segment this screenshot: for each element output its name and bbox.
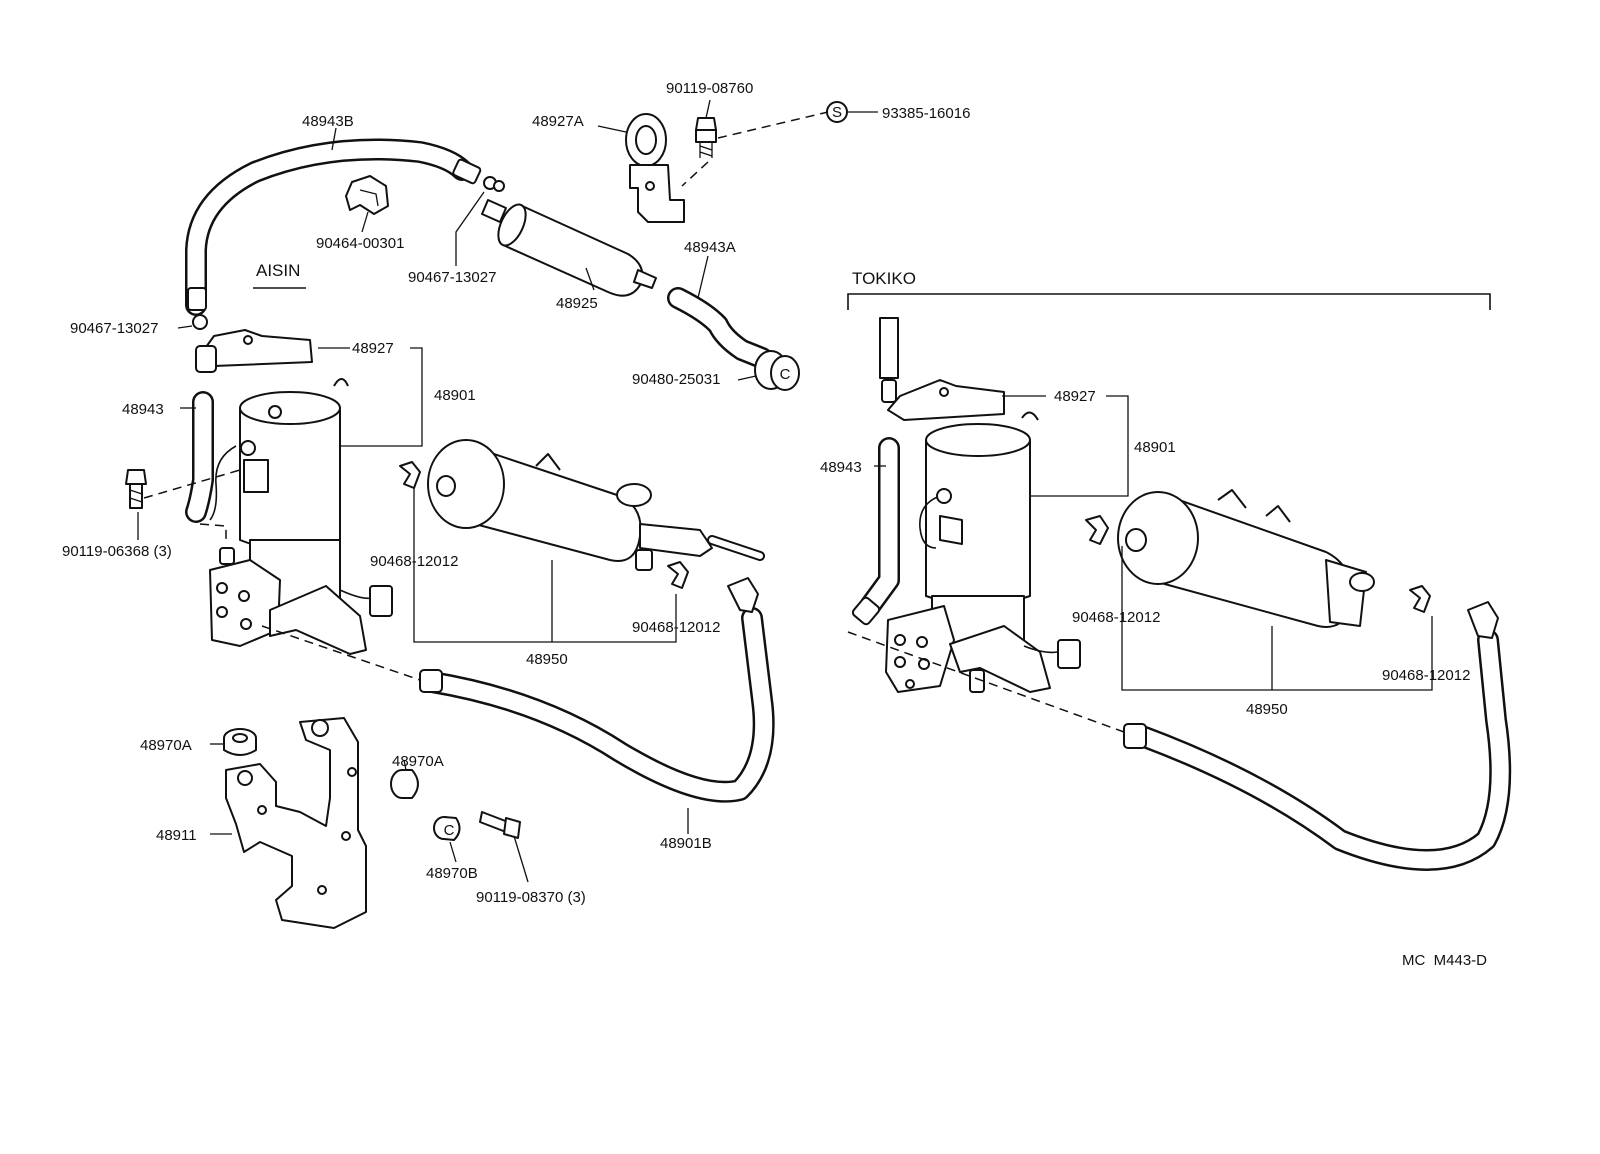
label-48943B: 48943B xyxy=(302,113,354,130)
clip-90468-12012-aisin-2 xyxy=(667,561,689,589)
label-90468-12012-tokiko-2: 90468-12012 xyxy=(1382,667,1470,684)
label-48943A: 48943A xyxy=(684,239,736,256)
bushing-48970A-1 xyxy=(223,728,257,756)
s-mark-symbol: S xyxy=(826,101,848,123)
label-90119-08760: 90119-08760 xyxy=(666,80,753,97)
collar-48970B: C xyxy=(433,816,461,841)
bracket-48927-tokiko xyxy=(887,379,1005,421)
label-48901-tokiko: 48901 xyxy=(1134,439,1176,456)
pipe-48943-aisin xyxy=(185,391,214,523)
label-48943-aisin: 48943 xyxy=(122,401,164,418)
label-48970A-1: 48970A xyxy=(140,737,192,754)
label-48901B: 48901B xyxy=(660,835,712,852)
label-48911: 48911 xyxy=(156,827,197,844)
hose-return-tokiko xyxy=(1123,601,1512,871)
leader-dash-bolt xyxy=(143,469,241,499)
label-90467-13027-left: 90467-13027 xyxy=(70,320,158,337)
filter-48925 xyxy=(481,199,657,297)
label-90468-12012-aisin-2: 90468-12012 xyxy=(632,619,720,636)
aisin-assembly: S C xyxy=(125,101,848,929)
compressor-48901-tokiko xyxy=(885,411,1081,693)
label-48970A-2: 48970A xyxy=(392,753,444,770)
clamp-90464-00301 xyxy=(345,175,389,215)
dryer-48950-aisin xyxy=(427,439,765,571)
hose-48943A xyxy=(667,287,773,369)
clip-90468-12012-tokiko-2 xyxy=(1409,585,1431,613)
bushing-48970A-2 xyxy=(390,769,419,799)
grommet-90480-25031: C xyxy=(754,350,800,391)
label-48950-aisin: 48950 xyxy=(526,651,568,668)
clip-90468-12012-tokiko-1 xyxy=(1085,515,1109,545)
label-90119-06368: 90119-06368 (3) xyxy=(62,543,172,560)
bolt-90119-06368 xyxy=(125,469,147,509)
c-mark-grommet: C xyxy=(780,366,791,383)
label-48943-tokiko: 48943 xyxy=(820,459,862,476)
part-labels: 48943B 90464-00301 90467-13027 48927A 90… xyxy=(62,80,1470,906)
drawing-code: MC M443-D xyxy=(1402,952,1487,969)
label-90119-08370: 90119-08370 (3) xyxy=(476,889,586,906)
leader-dash-pipe xyxy=(199,523,227,540)
label-48927A: 48927A xyxy=(532,113,584,130)
hose-48943B xyxy=(185,138,482,316)
leader-dash-93385 xyxy=(717,111,829,139)
bolt-90119-08370 xyxy=(479,811,521,839)
pipe-48943-tokiko xyxy=(851,437,900,626)
section-tokiko: TOKIKO xyxy=(852,269,916,288)
clip-90468-12012-aisin-1 xyxy=(399,461,421,489)
compressor-48901-aisin xyxy=(209,378,393,655)
hose-top-tokiko xyxy=(879,317,899,403)
label-48927-tokiko: 48927 xyxy=(1054,388,1096,405)
label-90468-12012-tokiko-1: 90468-12012 xyxy=(1072,609,1160,626)
section-aisin: AISIN xyxy=(256,261,300,280)
label-93385-16016: 93385-16016 xyxy=(882,105,970,122)
leader-dash-48901B xyxy=(261,625,421,681)
hose-clip-left xyxy=(192,314,208,330)
c-mark-collar: C xyxy=(444,822,455,839)
label-48925: 48925 xyxy=(556,295,598,312)
label-48970B: 48970B xyxy=(426,865,478,882)
hose-48901B xyxy=(419,577,775,803)
bracket-48911 xyxy=(225,717,367,929)
label-48927-aisin: 48927 xyxy=(352,340,394,357)
tokiko-bracket-line xyxy=(847,293,1491,310)
label-48901-aisin: 48901 xyxy=(434,387,476,404)
s-mark-text: S xyxy=(832,104,842,121)
bracket-48927A xyxy=(625,113,717,223)
leader-dash-48927A xyxy=(681,161,709,187)
leader-lines xyxy=(137,99,1433,883)
dryer-48950-tokiko xyxy=(1117,489,1375,628)
hose-clip-top xyxy=(483,176,505,192)
label-90464-00301: 90464-00301 xyxy=(316,235,404,252)
bracket-48927-aisin xyxy=(195,329,313,373)
leader-dash-tokiko-hose xyxy=(847,631,1125,733)
label-90467-13027-top: 90467-13027 xyxy=(408,269,496,286)
label-90480-25031: 90480-25031 xyxy=(632,371,720,388)
label-48950-tokiko: 48950 xyxy=(1246,701,1288,718)
tokiko-assembly xyxy=(847,317,1512,871)
label-90468-12012-aisin-1: 90468-12012 xyxy=(370,553,458,570)
